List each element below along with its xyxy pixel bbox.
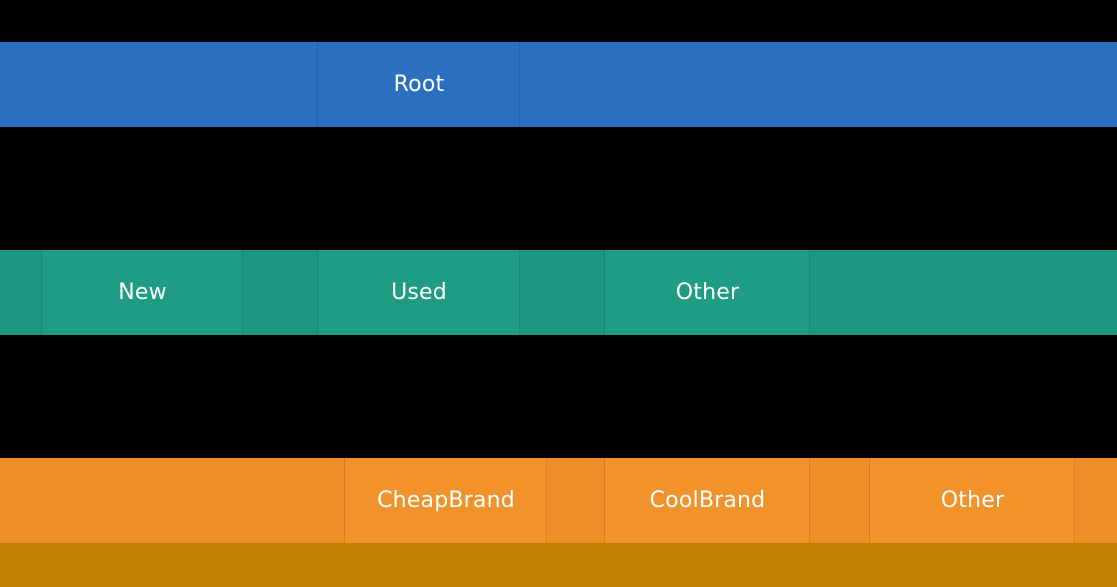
icicle-segment-unlabeled[interactable]	[520, 42, 1117, 127]
icicle-segment-other[interactable]: Other	[605, 250, 810, 335]
segment-separator	[604, 250, 605, 335]
segment-separator	[809, 458, 810, 543]
icicle-segment-unlabeled[interactable]	[0, 458, 345, 543]
icicle-segment-unlabeled[interactable]	[547, 458, 605, 543]
icicle-segment-label: Root	[393, 71, 445, 97]
segment-separator	[519, 42, 520, 127]
icicle-segment-used[interactable]: Used	[318, 250, 520, 335]
icicle-segment-unlabeled[interactable]	[810, 458, 870, 543]
segment-separator	[604, 458, 605, 543]
icicle-segment-label: New	[118, 279, 167, 305]
segment-separator	[809, 250, 810, 335]
icicle-segment-label: Other	[675, 279, 740, 305]
icicle-level-leaf-level	[0, 543, 1117, 587]
segment-separator	[41, 250, 42, 335]
icicle-segment-unlabeled[interactable]	[0, 42, 318, 127]
icicle-segment-unlabeled[interactable]	[0, 543, 1117, 587]
segment-separator	[546, 458, 547, 543]
icicle-segment-unlabeled[interactable]	[810, 250, 1117, 335]
icicle-segment-unlabeled[interactable]	[0, 250, 42, 335]
segment-separator	[242, 250, 243, 335]
segment-separator	[519, 250, 520, 335]
segment-separator	[317, 42, 318, 127]
icicle-segment-new[interactable]: New	[42, 250, 243, 335]
icicle-segment-label: CoolBrand	[649, 487, 766, 513]
icicle-segment-label: Other	[940, 487, 1005, 513]
icicle-level-condition-level: New Used Other	[0, 250, 1117, 335]
icicle-segment-other[interactable]: Other	[870, 458, 1075, 543]
icicle-segment-unlabeled[interactable]	[520, 250, 605, 335]
segment-separator	[869, 458, 870, 543]
segment-separator	[1074, 458, 1075, 543]
icicle-segment-root[interactable]: Root	[318, 42, 520, 127]
icicle-segment-unlabeled[interactable]	[243, 250, 318, 335]
icicle-level-brand-level: CheapBrand CoolBrand Other	[0, 458, 1117, 543]
icicle-segment-unlabeled[interactable]	[1075, 458, 1117, 543]
segment-separator	[344, 458, 345, 543]
segment-separator	[317, 250, 318, 335]
icicle-segment-cheapbrand[interactable]: CheapBrand	[345, 458, 547, 543]
icicle-segment-label: CheapBrand	[377, 487, 515, 513]
icicle-segment-coolbrand[interactable]: CoolBrand	[605, 458, 810, 543]
icicle-level-root-level: Root	[0, 42, 1117, 127]
icicle-segment-label: Used	[391, 279, 447, 305]
